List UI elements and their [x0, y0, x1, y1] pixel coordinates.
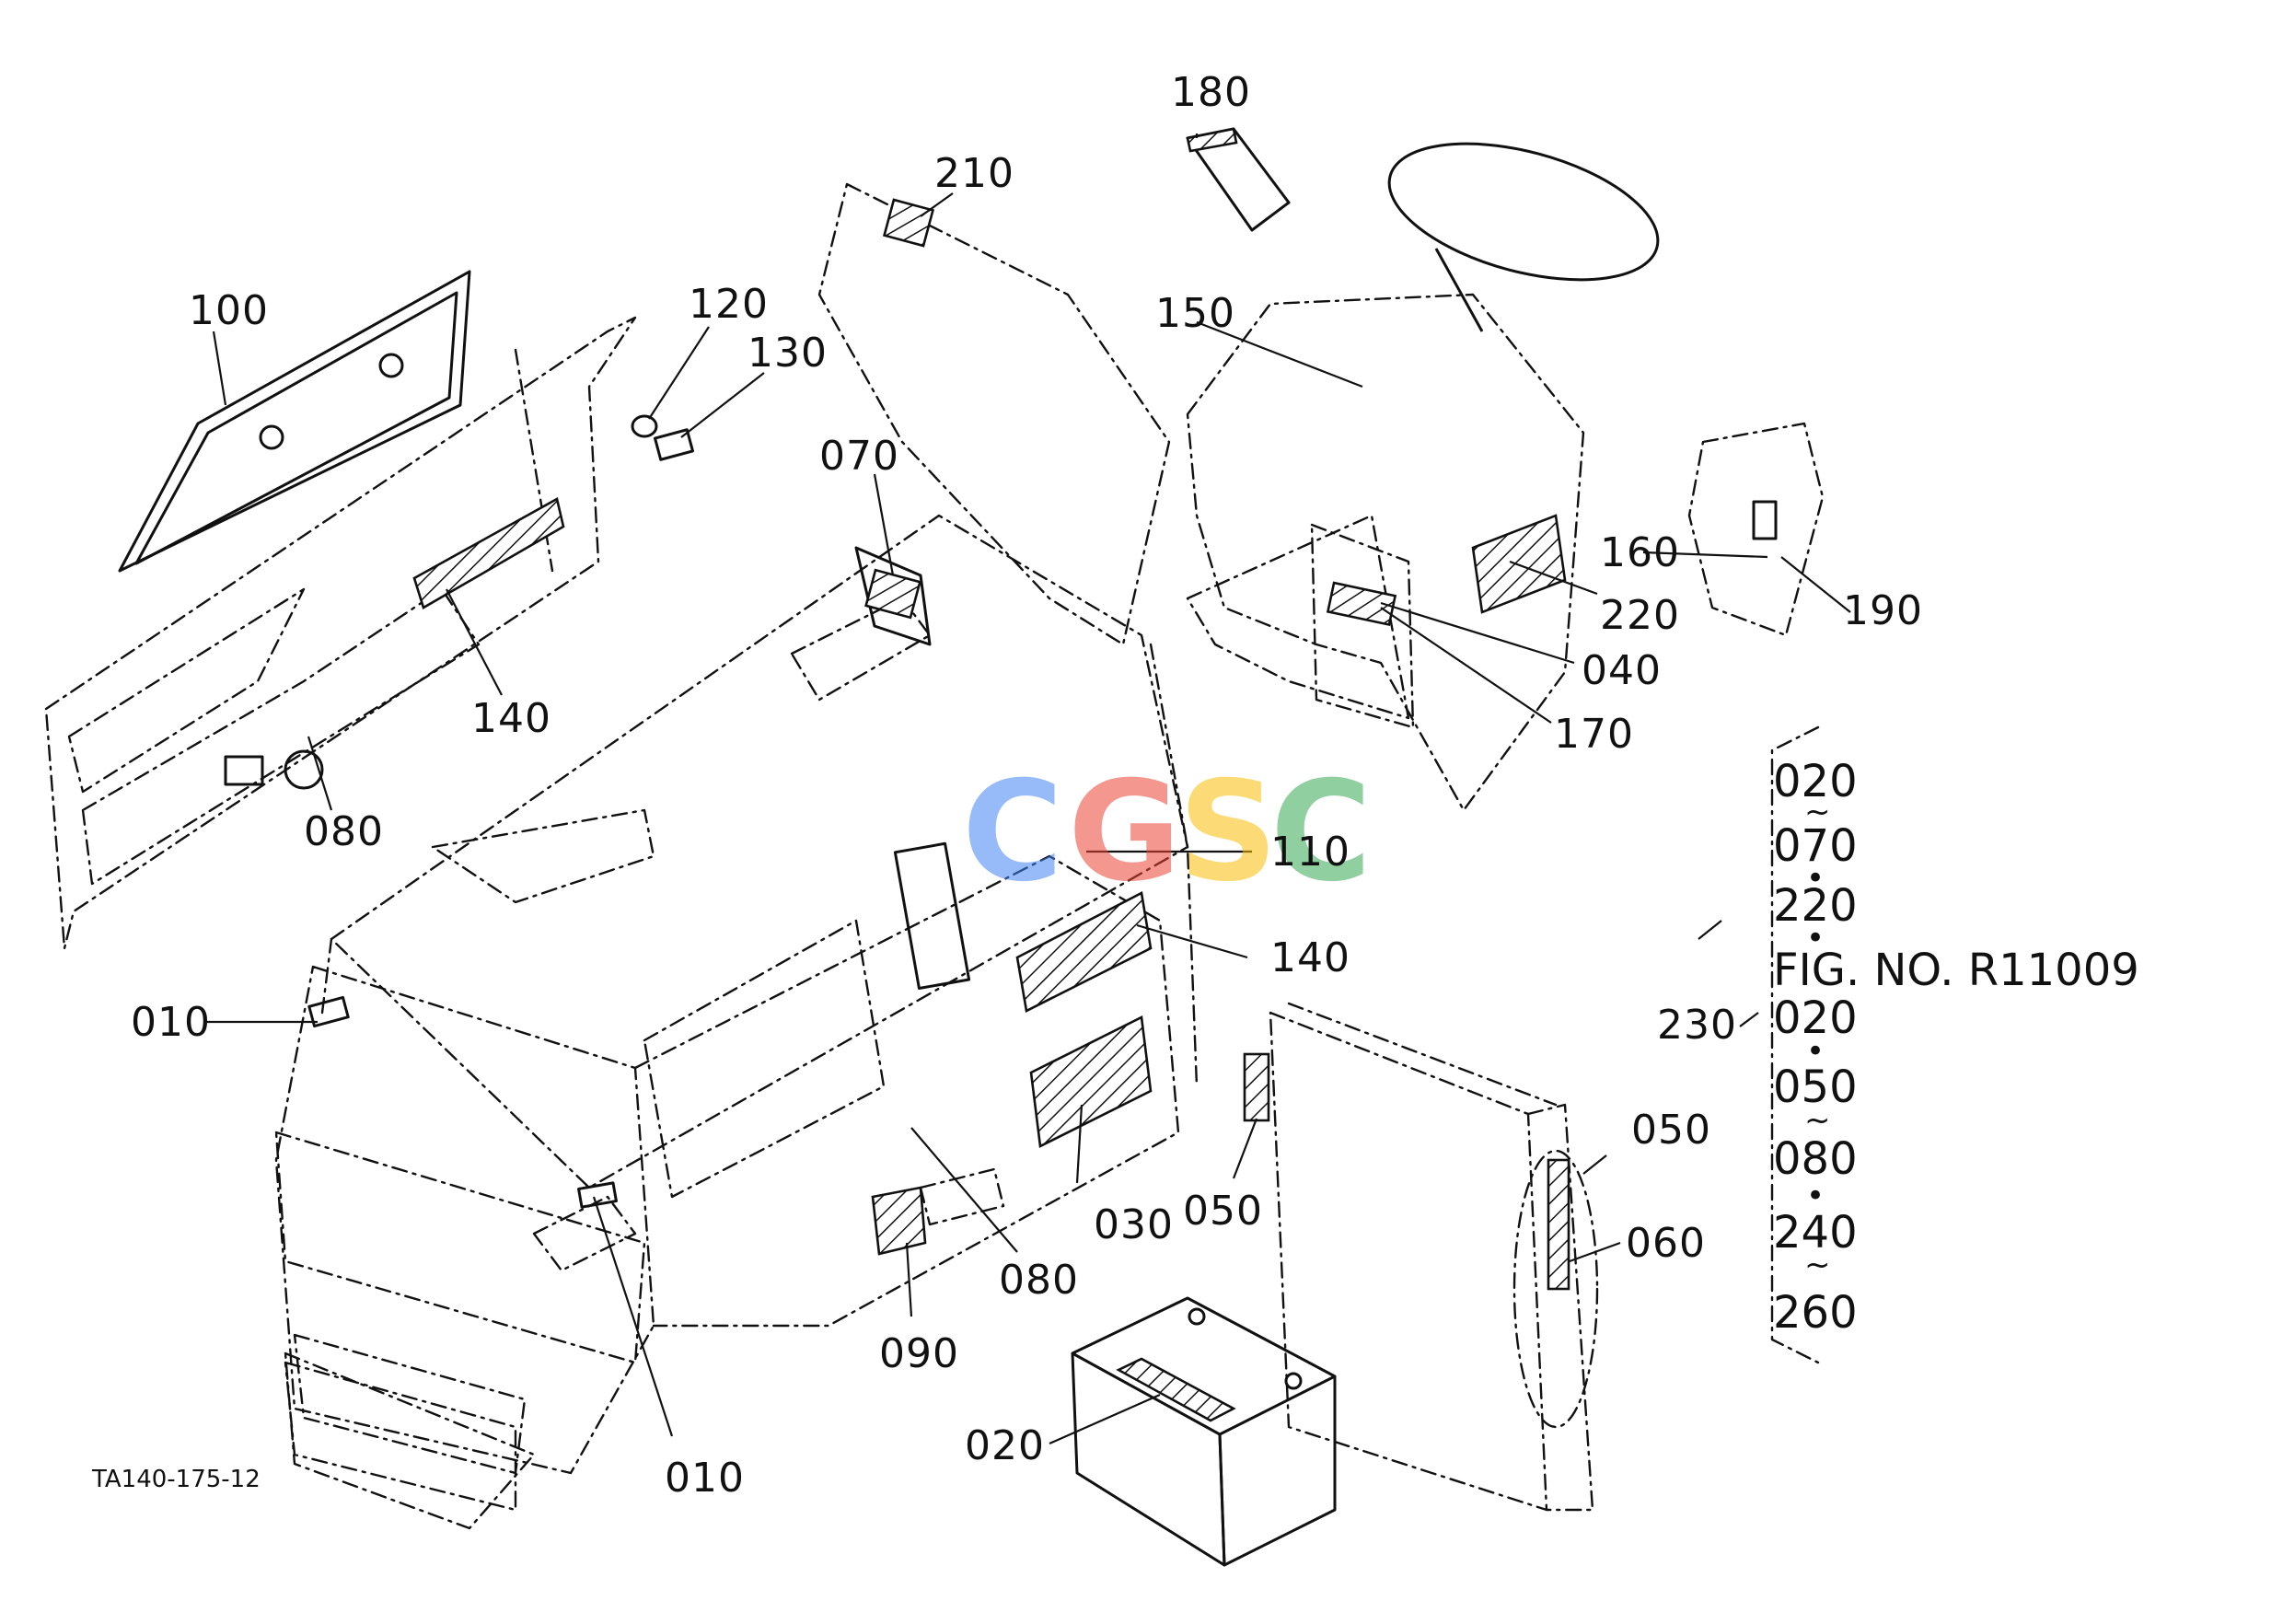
- part-210-upper-panel: [817, 182, 1171, 646]
- group-230-line: 020: [1773, 992, 1858, 1044]
- callout-010-bottom: 010: [665, 1455, 745, 1502]
- group-230-line: ~: [1804, 1247, 1831, 1283]
- group-230-line: 050: [1773, 1061, 1858, 1113]
- part-050-label-mid: [1243, 1052, 1270, 1122]
- radiator: [1269, 1002, 1599, 1512]
- callout-140-left: 140: [471, 695, 551, 742]
- callout-010-left: 010: [131, 999, 211, 1046]
- group-230-line: •: [1806, 860, 1825, 897]
- part-140-label-right: [1015, 891, 1153, 1013]
- group-230-line: •: [1806, 920, 1825, 957]
- group-230-line: 240: [1773, 1207, 1858, 1259]
- callout-160: 160: [1600, 529, 1680, 576]
- callout-210: 210: [934, 150, 1014, 197]
- bonnet: [320, 514, 1189, 1189]
- group-230-line: •: [1806, 1177, 1825, 1214]
- drawing-code: TA140-175-12: [91, 1466, 261, 1493]
- part-100-grille-frame: [118, 270, 471, 573]
- watermark: C G S C: [962, 752, 1372, 912]
- callout-040: 040: [1582, 647, 1662, 694]
- callout-050-mid: 050: [1183, 1188, 1263, 1235]
- callout-020: 020: [965, 1422, 1045, 1469]
- callout-150: 150: [1155, 290, 1235, 337]
- group-230-line: 080: [1773, 1133, 1858, 1185]
- group-230-line: ~: [1804, 794, 1831, 830]
- group-230-line: ~: [1804, 1102, 1831, 1139]
- callout-070: 070: [819, 433, 899, 480]
- callout-230: 230: [1657, 1002, 1737, 1049]
- part-030-label: [1029, 1015, 1153, 1148]
- callout-090: 090: [879, 1330, 959, 1377]
- callout-080-mid: 080: [999, 1257, 1079, 1304]
- callout-060: 060: [1626, 1220, 1706, 1267]
- part-180-knob: [1186, 127, 1291, 232]
- group-230-line: 220: [1773, 880, 1858, 932]
- callout-120: 120: [689, 281, 769, 328]
- watermark-letter: C: [1270, 752, 1372, 912]
- front-nose: [274, 643, 1199, 1512]
- part-090-label: [871, 1186, 927, 1256]
- watermark-letter: G: [1068, 752, 1181, 912]
- group-230-list: 020 ~ 070 • 220 • FIG. NO. R11009 020 • …: [1773, 756, 2139, 1339]
- callout-170: 170: [1554, 711, 1634, 758]
- callout-180: 180: [1171, 69, 1251, 116]
- callouts: 010 010 020 030 040 050 050 060 070 080 …: [131, 69, 1923, 1502]
- part-010-lamp-lower: [577, 1181, 618, 1209]
- battery: [1071, 1296, 1337, 1567]
- part-140-label-left: [412, 497, 565, 609]
- callout-050-right: 050: [1631, 1107, 1711, 1154]
- dashboard-steering: [1186, 142, 1660, 812]
- part-190-switch: [1687, 422, 1825, 637]
- callout-030: 030: [1094, 1201, 1174, 1248]
- group-230-line: FIG. NO. R11009: [1773, 945, 2139, 996]
- callout-110: 110: [1270, 829, 1350, 876]
- group-230-line: 020: [1773, 756, 1858, 807]
- callout-100: 100: [189, 287, 269, 334]
- leader-lines: [207, 133, 1851, 1445]
- callout-080-left: 080: [304, 808, 384, 855]
- part-130-clip: [654, 428, 694, 461]
- part-010-lamp-upper: [307, 995, 350, 1028]
- part-070-bracket: [854, 546, 932, 646]
- part-120-washer: [631, 414, 658, 438]
- callout-190: 190: [1843, 587, 1923, 634]
- group-230-line: •: [1806, 1033, 1825, 1070]
- part-170-panel: [1310, 523, 1415, 729]
- callout-130: 130: [747, 330, 828, 377]
- ground-plate: [284, 1351, 536, 1530]
- group-230-line: 260: [1773, 1287, 1858, 1339]
- group-230-bracket: [1770, 725, 1820, 1364]
- watermark-letter: S: [1178, 752, 1278, 912]
- callout-220: 220: [1600, 592, 1680, 639]
- callout-140-right: 140: [1270, 934, 1350, 981]
- watermark-letter: C: [962, 752, 1063, 912]
- group-230-line: 070: [1773, 820, 1858, 872]
